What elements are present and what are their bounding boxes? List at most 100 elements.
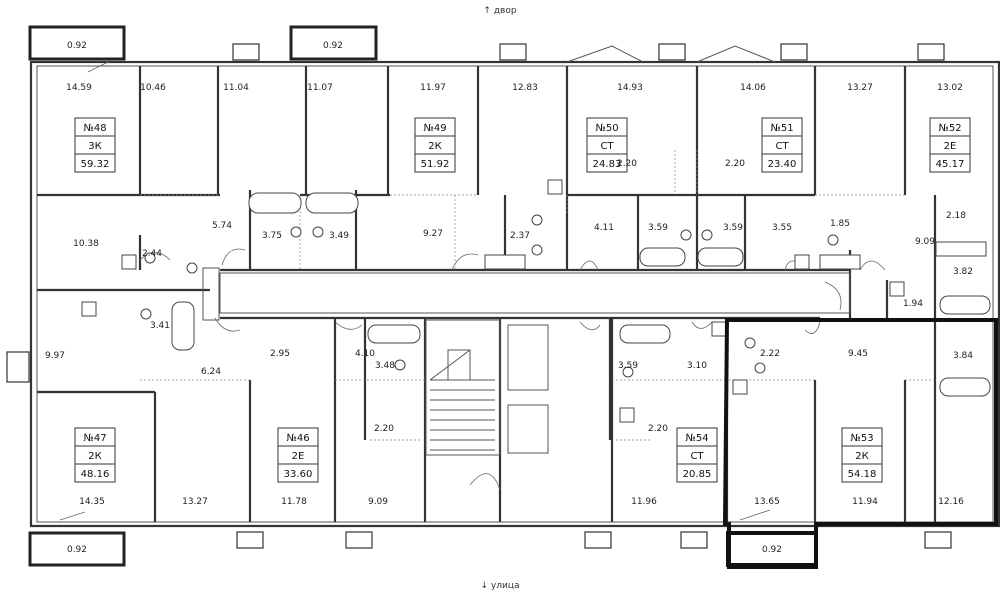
apartment-box-52: №52 2Е 45.17: [929, 117, 971, 173]
window-bumps: [6, 43, 952, 549]
apartment-type: 2Е: [944, 141, 957, 152]
apartment-type: 3К: [88, 141, 101, 152]
south-direction-label: ↓ улица: [481, 581, 520, 591]
room-area-label: 9.97: [45, 351, 65, 361]
room-area-label: 3.55: [772, 223, 792, 233]
apartment-number: №46: [286, 433, 309, 444]
room-area-label: 3.41: [150, 321, 170, 331]
room-area-label: 11.04: [223, 83, 249, 93]
outer-walls: [29, 45, 1000, 528]
room-area-label: 3.10: [687, 361, 707, 371]
apartment-area: 33.60: [284, 469, 313, 480]
apartment-area: 51.92: [421, 159, 450, 170]
room-area-label: 9.45: [848, 349, 868, 359]
room-area-label: 12.16: [938, 497, 964, 507]
apartment-box-48: №48 3К 59.32: [74, 117, 116, 173]
room-area-label: 9.27: [423, 229, 443, 239]
apartment-type: 2К: [855, 451, 868, 462]
apartment-number: №51: [770, 123, 793, 134]
room-area-label: 14.59: [66, 83, 92, 93]
apartment-number: №47: [83, 433, 106, 444]
balcony-s-area: 0.92: [762, 545, 782, 555]
balcony-s: 0.92: [726, 531, 818, 567]
room-area-label: 14.93: [617, 83, 643, 93]
apartment-area: 24.83: [593, 159, 622, 170]
apartment-area: 23.40: [768, 159, 797, 170]
room-area-label: 3.59: [648, 223, 668, 233]
balcony-nw: 0.92: [28, 25, 126, 61]
room-area-label: 1.94: [903, 299, 923, 309]
apartment-area: 20.85: [683, 469, 712, 480]
north-direction-label: ↑ двор: [483, 6, 516, 16]
apartment-number: №50: [595, 123, 618, 134]
room-area-label: 2.37: [510, 231, 530, 241]
apartment-type: 2К: [428, 141, 441, 152]
apartment-type: СТ: [775, 141, 789, 152]
room-area-label: 4.11: [594, 223, 614, 233]
balcony-n: 0.92: [289, 25, 378, 61]
room-area-label: 3.59: [618, 361, 638, 371]
apartment-type: СТ: [600, 141, 614, 152]
highlight-outline: [722, 318, 998, 569]
room-area-label: 4.10: [355, 349, 375, 359]
room-area-label: 13.65: [754, 497, 780, 507]
room-area-label: 11.96: [631, 497, 657, 507]
room-area-label: 13.27: [847, 83, 873, 93]
room-area-label: 2.18: [946, 211, 966, 221]
room-area-label: 11.78: [281, 497, 307, 507]
room-area-label: 3.84: [953, 351, 973, 361]
room-area-label: 10.38: [73, 239, 99, 249]
staircase: [425, 319, 549, 491]
apartment-type: СТ: [690, 451, 704, 462]
room-area-label: 2.22: [760, 349, 780, 359]
apartment-number: №48: [83, 123, 106, 134]
room-area-label: 3.82: [953, 267, 973, 277]
room-area-label: 3.49: [329, 231, 349, 241]
room-area-label: 13.27: [182, 497, 208, 507]
room-area-label: 2.95: [270, 349, 290, 359]
balcony-sw: 0.92: [28, 531, 126, 567]
room-area-label: 14.35: [79, 497, 105, 507]
apartment-area: 45.17: [936, 159, 965, 170]
room-area-label: 1.85: [830, 219, 850, 229]
room-area-label: 9.09: [368, 497, 388, 507]
apartment-type: 2Е: [292, 451, 305, 462]
balcony-n-area: 0.92: [323, 41, 343, 51]
room-area-label: 3.75: [262, 231, 282, 241]
room-area-label: 2.20: [374, 424, 394, 434]
room-area-label: 11.94: [852, 497, 878, 507]
room-area-label: 2.44: [142, 249, 162, 259]
room-area-label: 13.02: [937, 83, 963, 93]
room-area-label: 6.24: [201, 367, 221, 377]
apartment-area: 54.18: [848, 469, 877, 480]
corridor: [202, 267, 851, 321]
room-area-label: 3.48: [375, 361, 395, 371]
apartment-number: №52: [938, 123, 961, 134]
apartment-number: №53: [850, 433, 873, 444]
room-area-label: 2.20: [725, 159, 745, 169]
door-swings: [59, 59, 886, 521]
apartment-area: 48.16: [81, 469, 110, 480]
balcony-sw-area: 0.92: [67, 545, 87, 555]
apartment-box-46: №46 2Е 33.60: [277, 427, 319, 483]
apartment-area: 59.32: [81, 159, 110, 170]
apartment-number: №54: [685, 433, 708, 444]
apartment-box-47: №47 2К 48.16: [74, 427, 116, 483]
apartment-number: №49: [423, 123, 446, 134]
apartment-box-49: №49 2К 51.92: [414, 117, 456, 173]
room-area-label: 14.06: [740, 83, 766, 93]
room-area-label: 2.20: [617, 159, 637, 169]
room-area-label: 10.46: [140, 83, 166, 93]
apartment-type: 2К: [88, 451, 101, 462]
room-area-label: 5.74: [212, 221, 232, 231]
room-area-label: 3.59: [723, 223, 743, 233]
room-area-label: 2.20: [648, 424, 668, 434]
room-area-label: 9.09: [915, 237, 935, 247]
balcony-nw-area: 0.92: [67, 41, 87, 51]
room-area-label: 11.97: [420, 83, 446, 93]
